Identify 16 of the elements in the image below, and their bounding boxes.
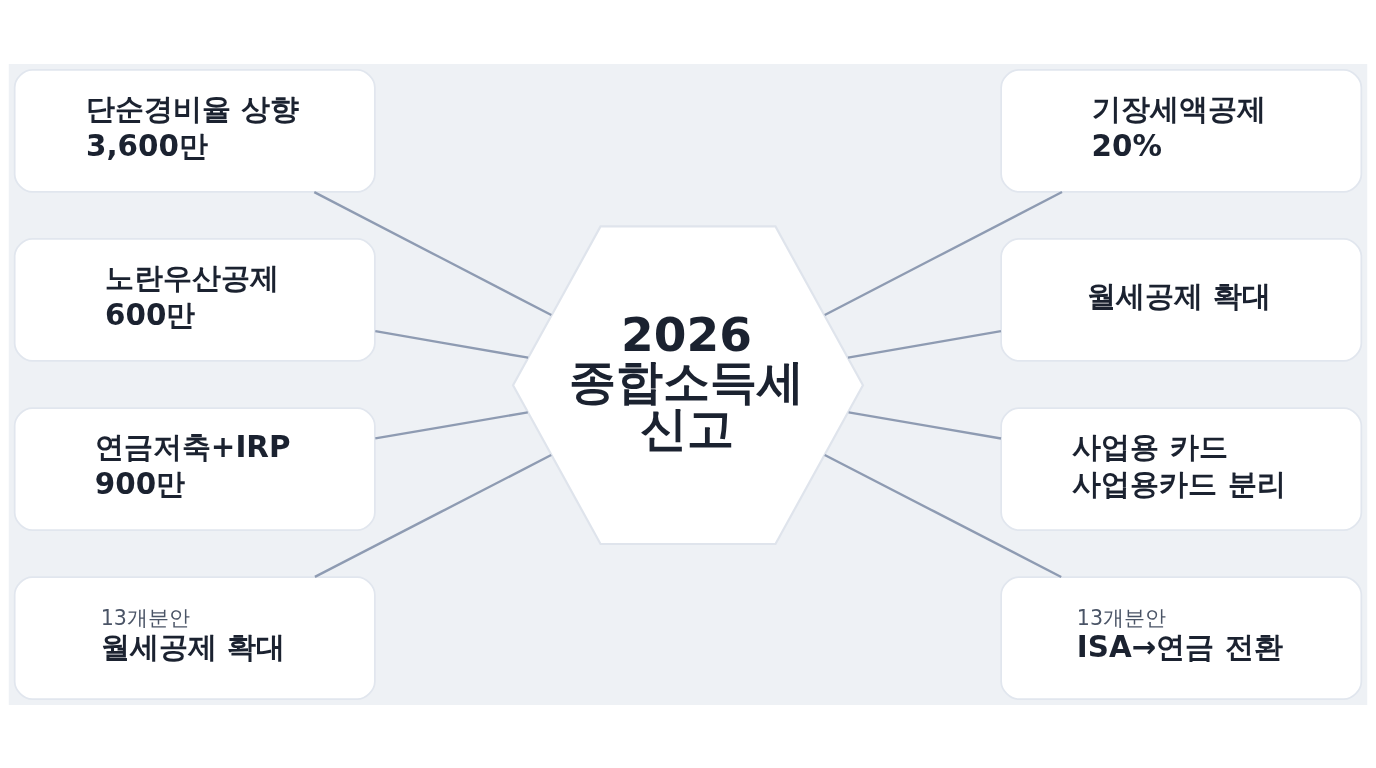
node-box: 기장세액공제 20% [1000, 68, 1363, 193]
node-box: 연금저축+IRP 900만 [13, 406, 376, 531]
connector [824, 190, 1063, 316]
connector [848, 410, 1002, 440]
connector [313, 190, 552, 316]
connector [824, 453, 1062, 578]
node-box: 단순경비율 상향 3,600만 [13, 68, 376, 193]
connector [375, 410, 528, 440]
node-box: 13개분안 월세공제 확대 [13, 575, 376, 700]
node-box: 월세공제 확대 [1000, 237, 1363, 362]
connector [314, 453, 552, 578]
connector [375, 329, 529, 359]
node-box: 사업용 카드 사업용카드 분리 [1000, 406, 1363, 531]
node-box: 13개분안 ISA→연금 전환 [1000, 575, 1363, 700]
node-box: 노란우산공제 600만 [13, 237, 376, 362]
connector [847, 329, 1002, 359]
